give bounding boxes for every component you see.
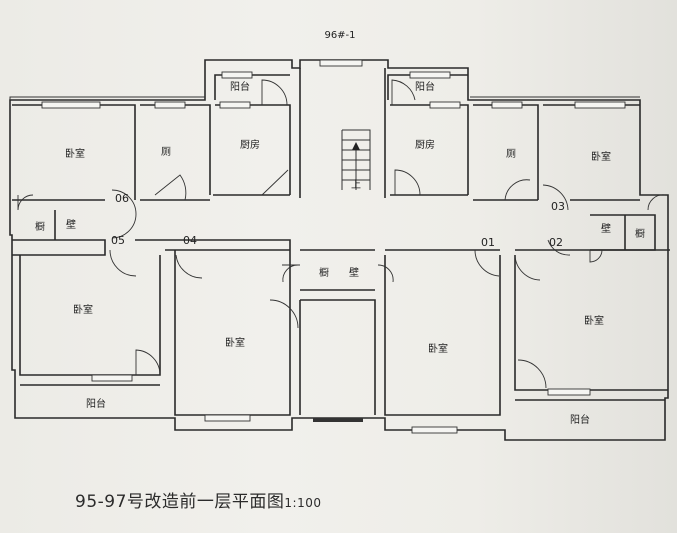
room-label-bedroom: 卧室: [65, 147, 85, 160]
room-label-kitchen: 厨房: [415, 138, 435, 151]
stair-up-label: 上: [351, 179, 361, 191]
room-label-bedroom: 卧室: [591, 150, 611, 163]
drawing-title: 96#-1: [324, 30, 355, 41]
room-label-wall-cabinet: 壁: [601, 222, 611, 235]
room-label-bedroom: 卧室: [225, 336, 245, 349]
room-label-bedroom: 卧室: [73, 303, 93, 316]
room-label-closet: 橱: [35, 220, 45, 233]
caption-title: 95-97号改造前一层平面图: [75, 492, 285, 512]
room-label-closet: 橱: [319, 266, 329, 279]
labels: 96#-1 卧室 厕 厨房 阳台 阳台 厨房 厕 卧室 橱 壁 壁 橱 橱 壁 …: [35, 30, 645, 426]
stair-arrow-icon: [352, 142, 360, 150]
door-swings: [17, 79, 666, 389]
caption-scale: 1:100: [284, 496, 322, 510]
room-label-closet: 橱: [635, 227, 645, 240]
door-number: 06: [115, 192, 129, 205]
upper-right-unit: [384, 74, 670, 416]
entrance-threshold: [313, 418, 363, 422]
drawing-caption: 95-97号改造前一层平面图1:100: [75, 487, 322, 512]
door-number: 02: [549, 236, 563, 249]
door-number: 05: [111, 234, 125, 247]
room-label-bedroom: 卧室: [428, 342, 448, 355]
room-label-toilet: 厕: [161, 146, 171, 158]
room-label-balcony: 阳台: [230, 80, 250, 93]
outer-walls: [9, 59, 669, 441]
door-number: 04: [183, 234, 197, 247]
door-number: 03: [551, 200, 565, 213]
room-label-balcony: 阳台: [86, 397, 106, 410]
room-label-balcony: 阳台: [415, 80, 435, 93]
door-number: 01: [481, 236, 495, 249]
room-label-wall-cabinet: 壁: [66, 218, 76, 231]
room-label-wall-cabinet: 壁: [349, 266, 359, 279]
windows: [41, 59, 626, 434]
stair-core: [299, 68, 386, 198]
room-label-kitchen: 厨房: [240, 138, 260, 151]
room-label-toilet: 厕: [506, 148, 516, 160]
room-label-balcony: 阳台: [570, 413, 590, 426]
room-label-bedroom: 卧室: [584, 314, 604, 327]
